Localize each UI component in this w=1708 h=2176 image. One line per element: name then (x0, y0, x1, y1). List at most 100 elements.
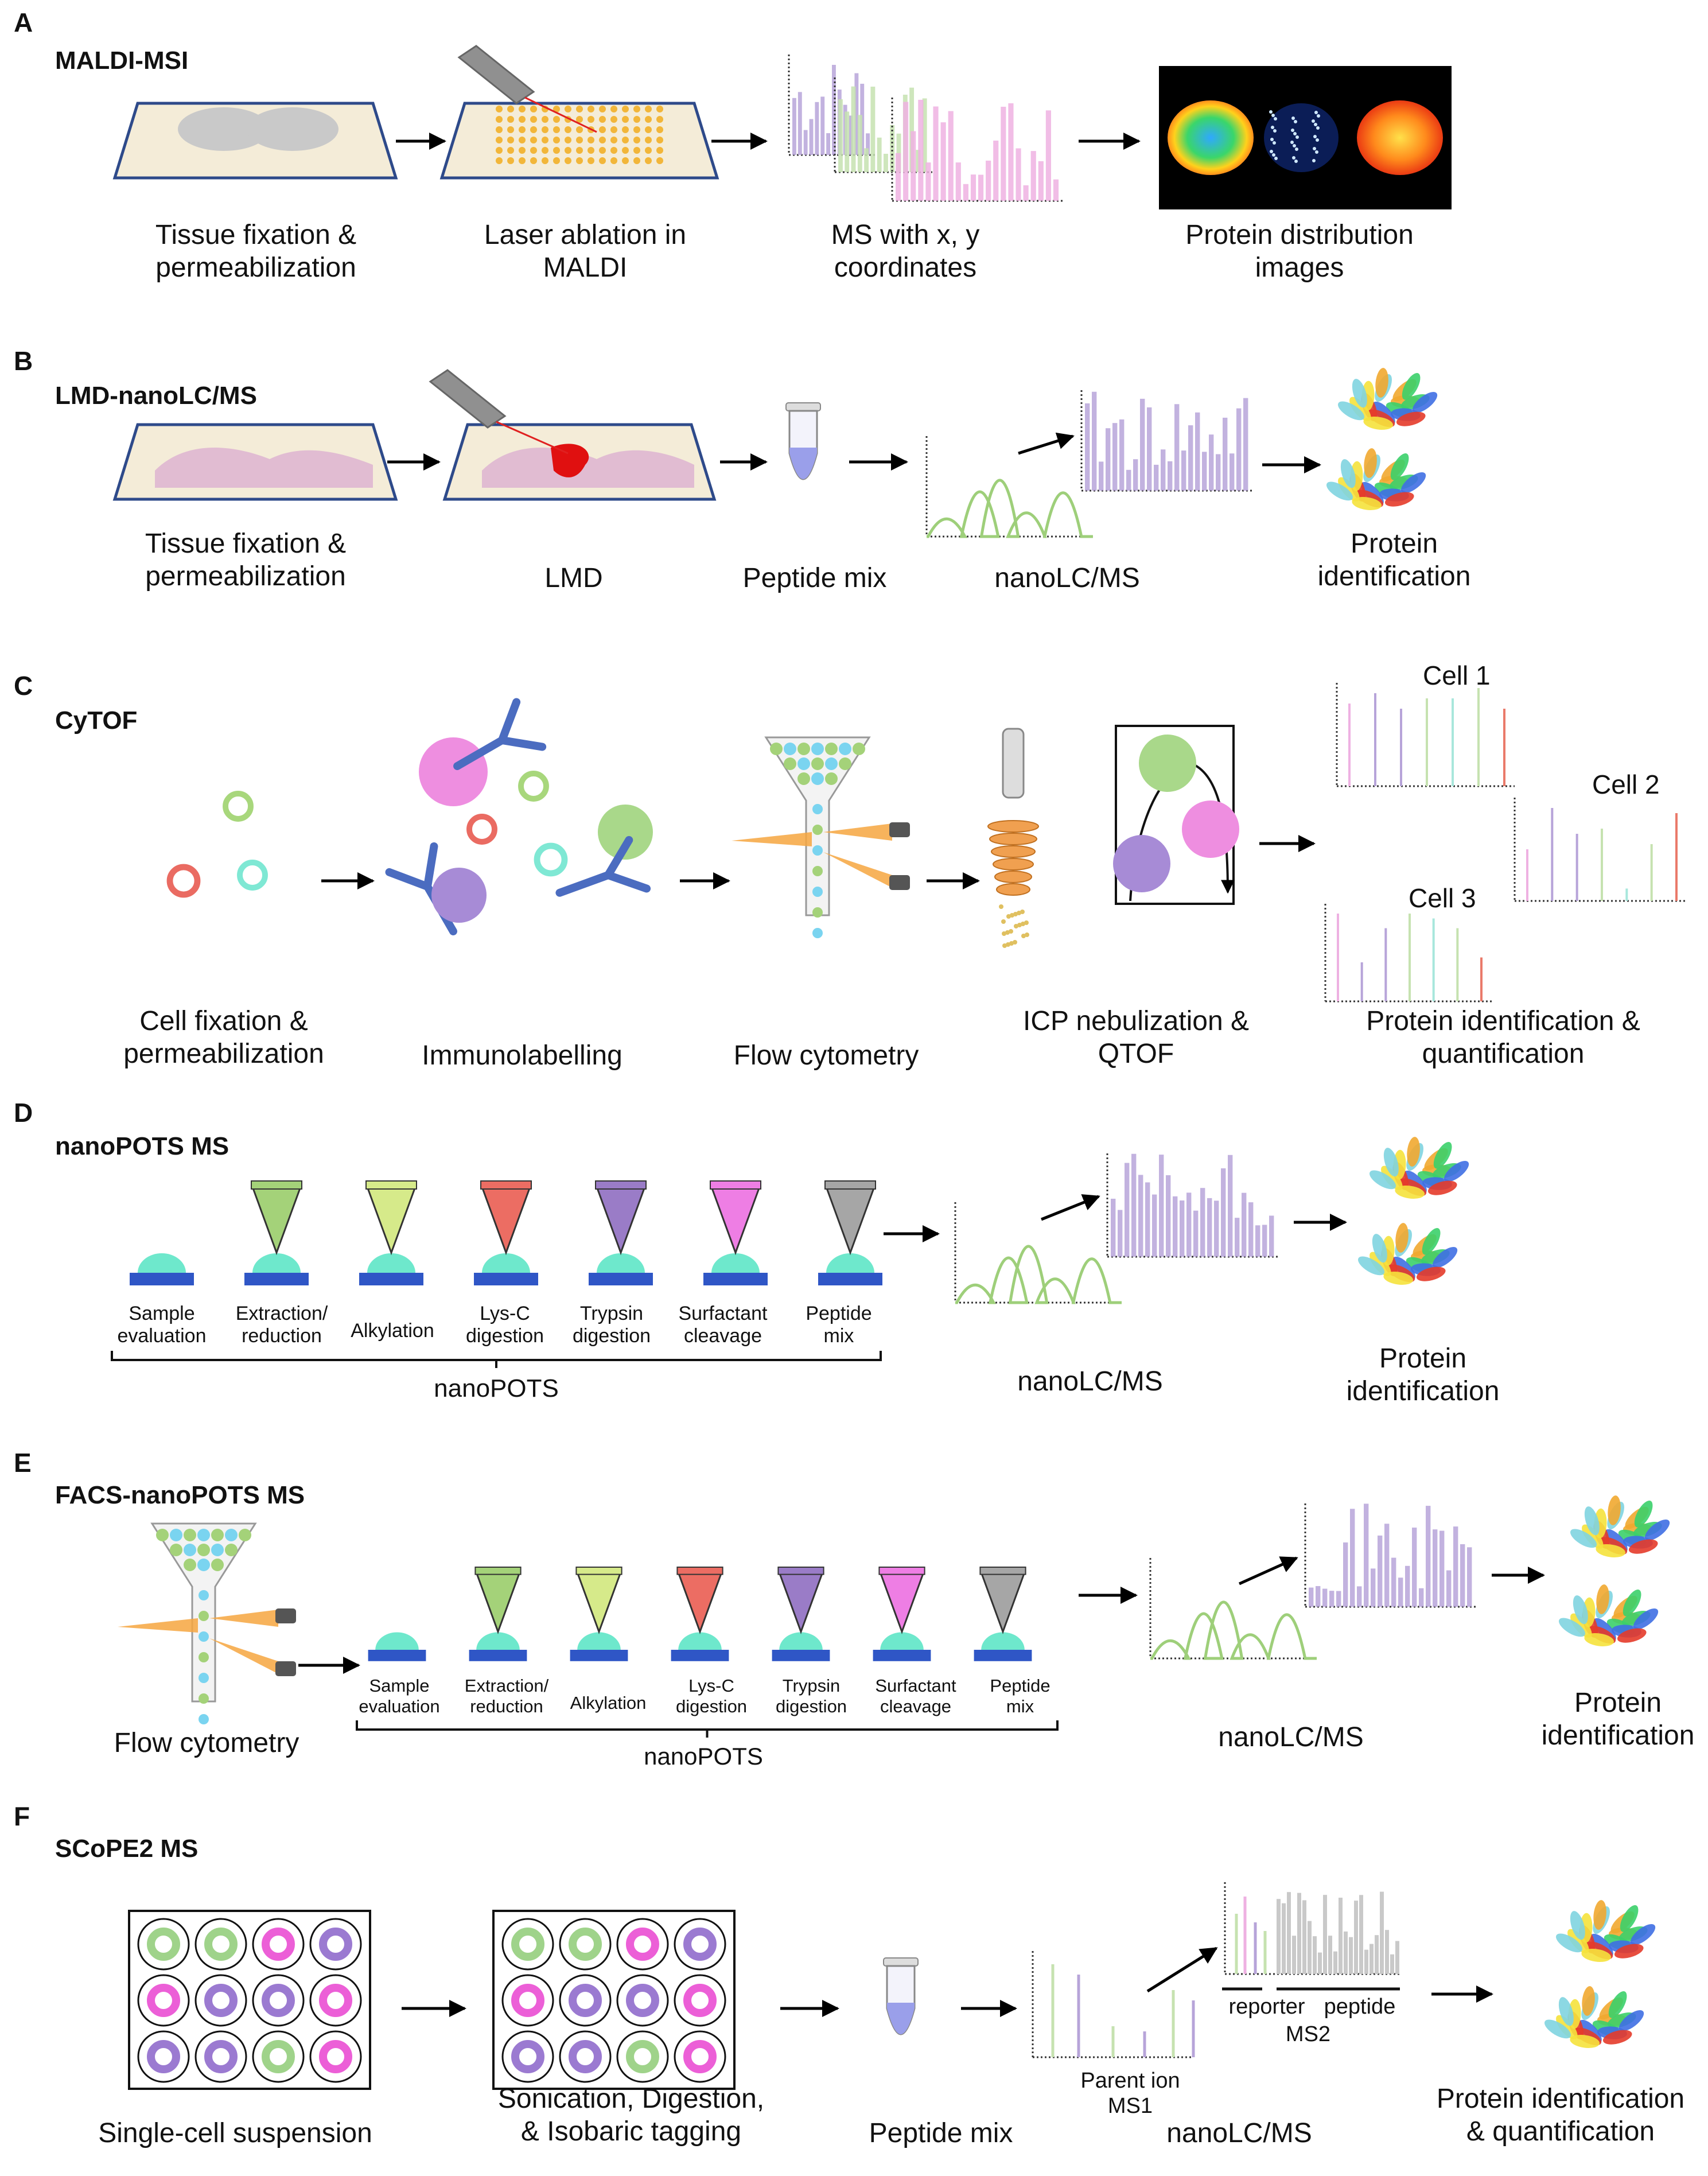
droplet (577, 1632, 621, 1650)
spectrum-peak (1384, 1524, 1390, 1607)
panel-f-step-1: Single-cell suspension (98, 2118, 372, 2148)
panel-e-step-7: Peptide mix (990, 1676, 1051, 1716)
cell-ring-red (466, 814, 497, 845)
spectrum-peak (1016, 148, 1021, 201)
panel-b-step-5: Protein identification (1317, 529, 1471, 592)
protein-helix (1390, 453, 1409, 480)
plate-well (194, 1974, 247, 2027)
signal-speck (1294, 120, 1297, 123)
protein-structure-f-top (1556, 1900, 1656, 1962)
chip-well (974, 1650, 1032, 1661)
matrix-spot (633, 126, 640, 133)
plasma-particle (1020, 910, 1025, 914)
spectrum-peak (845, 111, 850, 172)
protein-helix (1618, 2010, 1644, 2031)
matrix-spot (496, 116, 503, 123)
detector (889, 822, 910, 837)
matrix-spot (599, 106, 606, 112)
spectrum-peak (803, 130, 808, 155)
cell-ring-green (223, 791, 254, 822)
well-cell (683, 2040, 717, 2073)
spectrum-peak (1209, 434, 1214, 491)
plate-well (137, 1974, 190, 2027)
matrix-spot (507, 116, 514, 123)
spectrum-peak (1221, 1168, 1226, 1257)
lc-trace (1150, 1600, 1317, 1660)
chip-well (244, 1273, 309, 1285)
peptide-peak (1308, 1921, 1312, 1974)
icp-torch-icon (987, 728, 1039, 948)
signal-speck (1291, 116, 1295, 120)
sorted-cell (199, 1611, 209, 1621)
signal-speck (1312, 159, 1316, 162)
sorted-cell (812, 928, 823, 938)
matrix-spot (530, 137, 537, 143)
matrix-spot (645, 147, 652, 154)
spectrum-peak (909, 87, 915, 172)
plate-well (674, 1918, 726, 1971)
protein-structure-e-top (1570, 1495, 1670, 1557)
tube-liquid (887, 2003, 915, 2034)
matrix-spot (530, 126, 537, 133)
matrix-spot (576, 147, 583, 154)
spectrum-peak (1243, 398, 1248, 491)
peptide-peak (1364, 1949, 1368, 1974)
plate-well (559, 2030, 612, 2083)
spectrum-peak (1248, 1202, 1254, 1257)
tissue-section (247, 107, 339, 151)
peptide-peak (1333, 1951, 1337, 1974)
spectrum-peak (1419, 1588, 1424, 1607)
matrix-spot (622, 116, 629, 123)
spectrum-peak (1195, 412, 1200, 491)
droplet (678, 1632, 722, 1650)
protein-helix (1338, 477, 1360, 502)
chip-well (671, 1650, 729, 1661)
plate-well (137, 2030, 190, 2083)
matrix-spot (507, 106, 514, 112)
spectrum-peak (849, 115, 853, 155)
well-cell (262, 2040, 295, 2073)
plate-well (501, 2030, 554, 2083)
protein-helix (1634, 1501, 1653, 1528)
peptide-peak (1380, 1891, 1384, 1974)
protein-helix (1326, 481, 1353, 501)
protein-helix (1558, 1997, 1574, 2026)
peptide-peak (1313, 1936, 1317, 1974)
bead-green (598, 805, 653, 860)
well-plate-tagged (492, 1910, 736, 2090)
protein-helix (1383, 1148, 1399, 1177)
signal-speck (1270, 138, 1274, 141)
spectrum-peak (1329, 1591, 1335, 1607)
protein-helix (1559, 1618, 1586, 1637)
tip-rim (824, 1180, 876, 1190)
spectrum-peak (1001, 107, 1006, 201)
matrix-spot (622, 157, 629, 164)
lc-chromatogram-e (1149, 1558, 1317, 1660)
panel-f-ms2-label: MS2 (1285, 2022, 1331, 2046)
protein-helix (1358, 1256, 1385, 1276)
plate-well (559, 1974, 612, 2027)
matrix-spot (610, 137, 617, 143)
cell-3-label: Cell 3 (1409, 883, 1476, 913)
droplet (597, 1253, 645, 1273)
matrix-spot (622, 147, 629, 154)
tube-icon-b (785, 402, 821, 480)
chip-well (570, 1650, 628, 1661)
protein-helix (1570, 1911, 1585, 1940)
spectrum-peak (1138, 1175, 1143, 1257)
matrix-spot (656, 126, 663, 133)
sorted-cell (784, 743, 796, 755)
chip-well (873, 1650, 931, 1661)
chip-well (359, 1273, 423, 1285)
laser-body (429, 369, 507, 429)
cell-1-label: Cell 1 (1423, 660, 1491, 690)
spectrum-peak (1364, 1503, 1369, 1607)
cell-ring-teal (237, 860, 268, 891)
tube-icon-f (883, 1957, 919, 2035)
signal-speck (1313, 135, 1317, 138)
spectrum-peak (1412, 1528, 1417, 1607)
signal-speck (1271, 114, 1275, 117)
sorted-cell (225, 1544, 238, 1556)
tube-cap (785, 402, 821, 411)
protein-helix (1422, 1228, 1441, 1255)
